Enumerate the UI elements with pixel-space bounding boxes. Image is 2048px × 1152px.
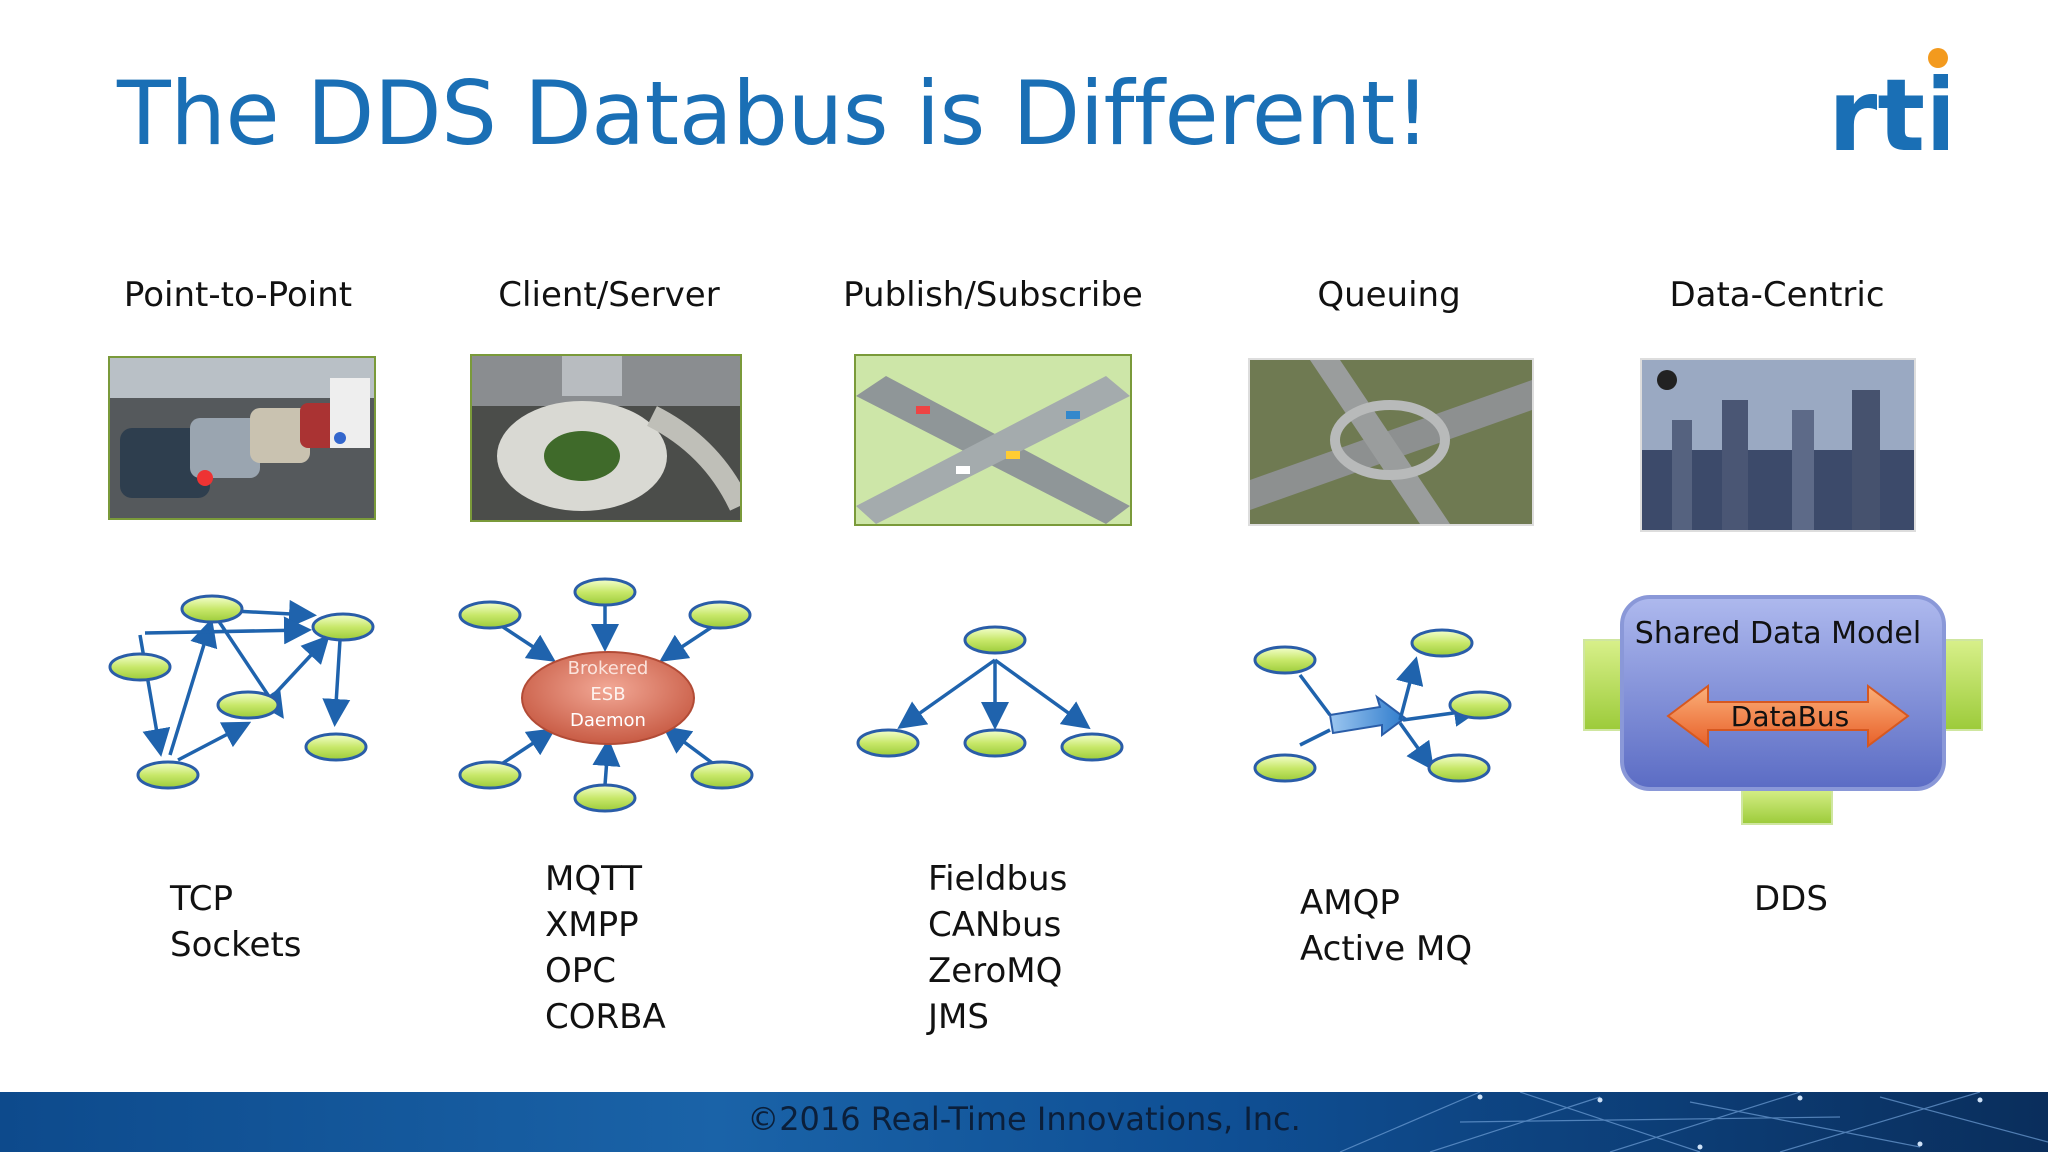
protocol-item: CORBA: [545, 997, 666, 1037]
protocols-client-server: MQTT XMPP OPC CORBA: [545, 856, 666, 1040]
protocols-queuing: AMQP Active MQ: [1300, 880, 1472, 972]
diagram-publish-subscribe: [856, 625, 1124, 762]
rti-logo: rti: [1828, 48, 1948, 162]
green-block-right: [1943, 639, 1983, 731]
green-block-left: [1583, 639, 1623, 731]
broker-line-1: Brokered: [568, 658, 649, 679]
footer-copyright: ©2016 Real-Time Innovations, Inc.: [747, 1100, 1301, 1138]
protocol-item: ZeroMQ: [928, 951, 1063, 991]
protocol-item: Fieldbus: [928, 859, 1068, 899]
diagram-queuing: [1253, 628, 1512, 783]
network-pattern: [1339, 1092, 2048, 1152]
broker-line-2: ESB: [590, 684, 625, 705]
protocol-item: MQTT: [545, 859, 643, 899]
diagram-point-to-point: [108, 594, 375, 790]
footer-bar: ©2016 Real-Time Innovations, Inc.: [0, 1092, 2048, 1152]
logo-dot-icon: [1928, 48, 1948, 68]
diagram-client-server: Brokered ESB Daemon: [458, 577, 754, 813]
protocols-publish-subscribe: Fieldbus CANbus ZeroMQ JMS: [928, 856, 1067, 1040]
col-label-data-centric: Data-Centric: [1669, 275, 1885, 315]
broker-ellipse: [521, 651, 695, 745]
green-block-bottom: [1741, 787, 1833, 825]
diagram-data-centric: Shared Data Model DataBus: [1583, 595, 1983, 825]
protocol-item: CANbus: [928, 905, 1062, 945]
protocol-item: Sockets: [170, 925, 302, 965]
col-label-publish-subscribe: Publish/Subscribe: [843, 275, 1143, 315]
protocols-data-centric: DDS: [1754, 876, 1828, 922]
slide-title: The DDS Databus is Different!: [117, 62, 1430, 165]
photo-overpass: [854, 354, 1132, 526]
col-label-queuing: Queuing: [1317, 275, 1461, 315]
photo-traffic-queue: [108, 356, 376, 520]
photo-future-city: [1640, 358, 1916, 532]
databus-label: DataBus: [1731, 700, 1849, 733]
protocols-point-to-point: TCP Sockets: [170, 876, 302, 968]
broker-line-3: Daemon: [570, 710, 646, 731]
col-label-client-server: Client/Server: [498, 275, 720, 315]
databus-arrow: [1666, 684, 1910, 748]
protocol-item: DDS: [1754, 879, 1828, 919]
col-label-point-to-point: Point-to-Point: [123, 275, 353, 315]
protocol-item: JMS: [928, 997, 989, 1037]
protocol-item: TCP: [170, 879, 234, 919]
photo-interchange: [1248, 358, 1534, 526]
protocol-item: OPC: [545, 951, 617, 991]
protocol-item: AMQP: [1300, 883, 1400, 923]
protocol-item: XMPP: [545, 905, 639, 945]
shared-data-model-label: Shared Data Model: [1635, 616, 1921, 651]
queue-arrow: [1328, 694, 1407, 737]
protocol-item: Active MQ: [1300, 929, 1473, 969]
photo-roundabout: [470, 354, 742, 522]
logo-text: rti: [1828, 57, 1948, 162]
